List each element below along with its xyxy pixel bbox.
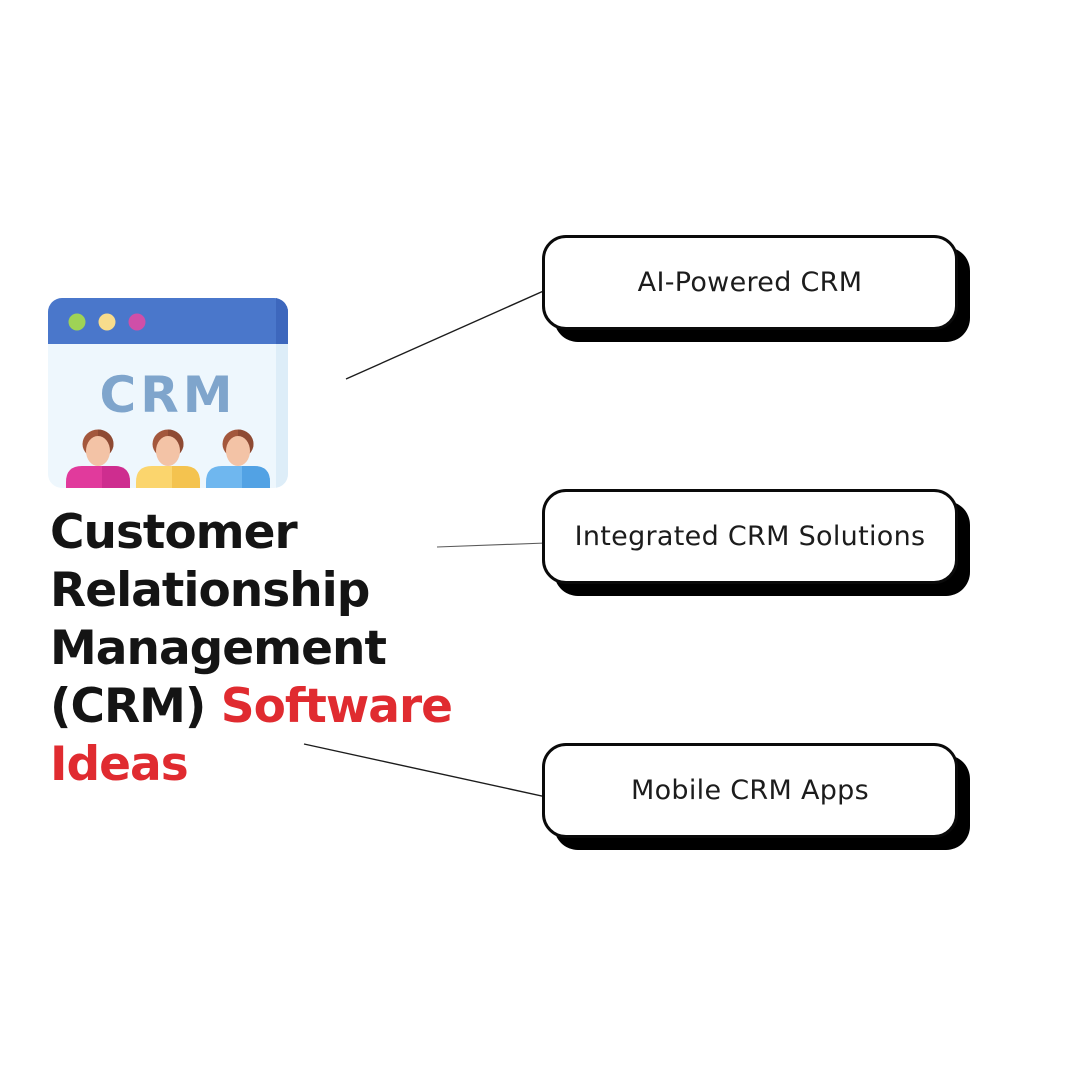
title-line-4: (CRM) Software — [50, 679, 453, 734]
person-yellow-icon — [136, 429, 200, 488]
person-pink-icon — [66, 429, 130, 488]
browser-window-body-edge — [276, 298, 288, 488]
title-accent-software: Software — [220, 679, 453, 734]
browser-topbar-edge — [276, 298, 288, 344]
person-blue-icon — [206, 429, 270, 488]
connector-line-bottom — [303, 743, 561, 801]
title-line-2: Relationship — [50, 563, 370, 618]
node-integrated-crm-solutions: Integrated CRM Solutions — [542, 489, 958, 584]
node-mobile-crm-apps: Mobile CRM Apps — [542, 743, 958, 838]
node-ai-powered-crm: AI-Powered CRM — [542, 235, 958, 330]
window-dot-pink-icon — [128, 313, 146, 331]
crm-label: CRM — [100, 366, 237, 424]
node-label: AI-Powered CRM — [637, 267, 863, 298]
title-line-5: Ideas — [50, 737, 189, 792]
window-dot-green-icon — [68, 313, 86, 331]
node-label: Integrated CRM Solutions — [574, 521, 926, 552]
connector-line-top — [345, 288, 549, 380]
node-label: Mobile CRM Apps — [631, 775, 869, 806]
title-line-1: Customer — [50, 505, 298, 560]
window-dot-yellow-icon — [98, 313, 116, 331]
page-title: Customer Relationship Management (CRM) S… — [50, 504, 453, 794]
title-line-3: Management — [50, 621, 387, 676]
crm-browser-icon: CRM — [48, 298, 288, 488]
browser-topbar — [48, 298, 288, 344]
connector-line-middle — [436, 542, 547, 548]
